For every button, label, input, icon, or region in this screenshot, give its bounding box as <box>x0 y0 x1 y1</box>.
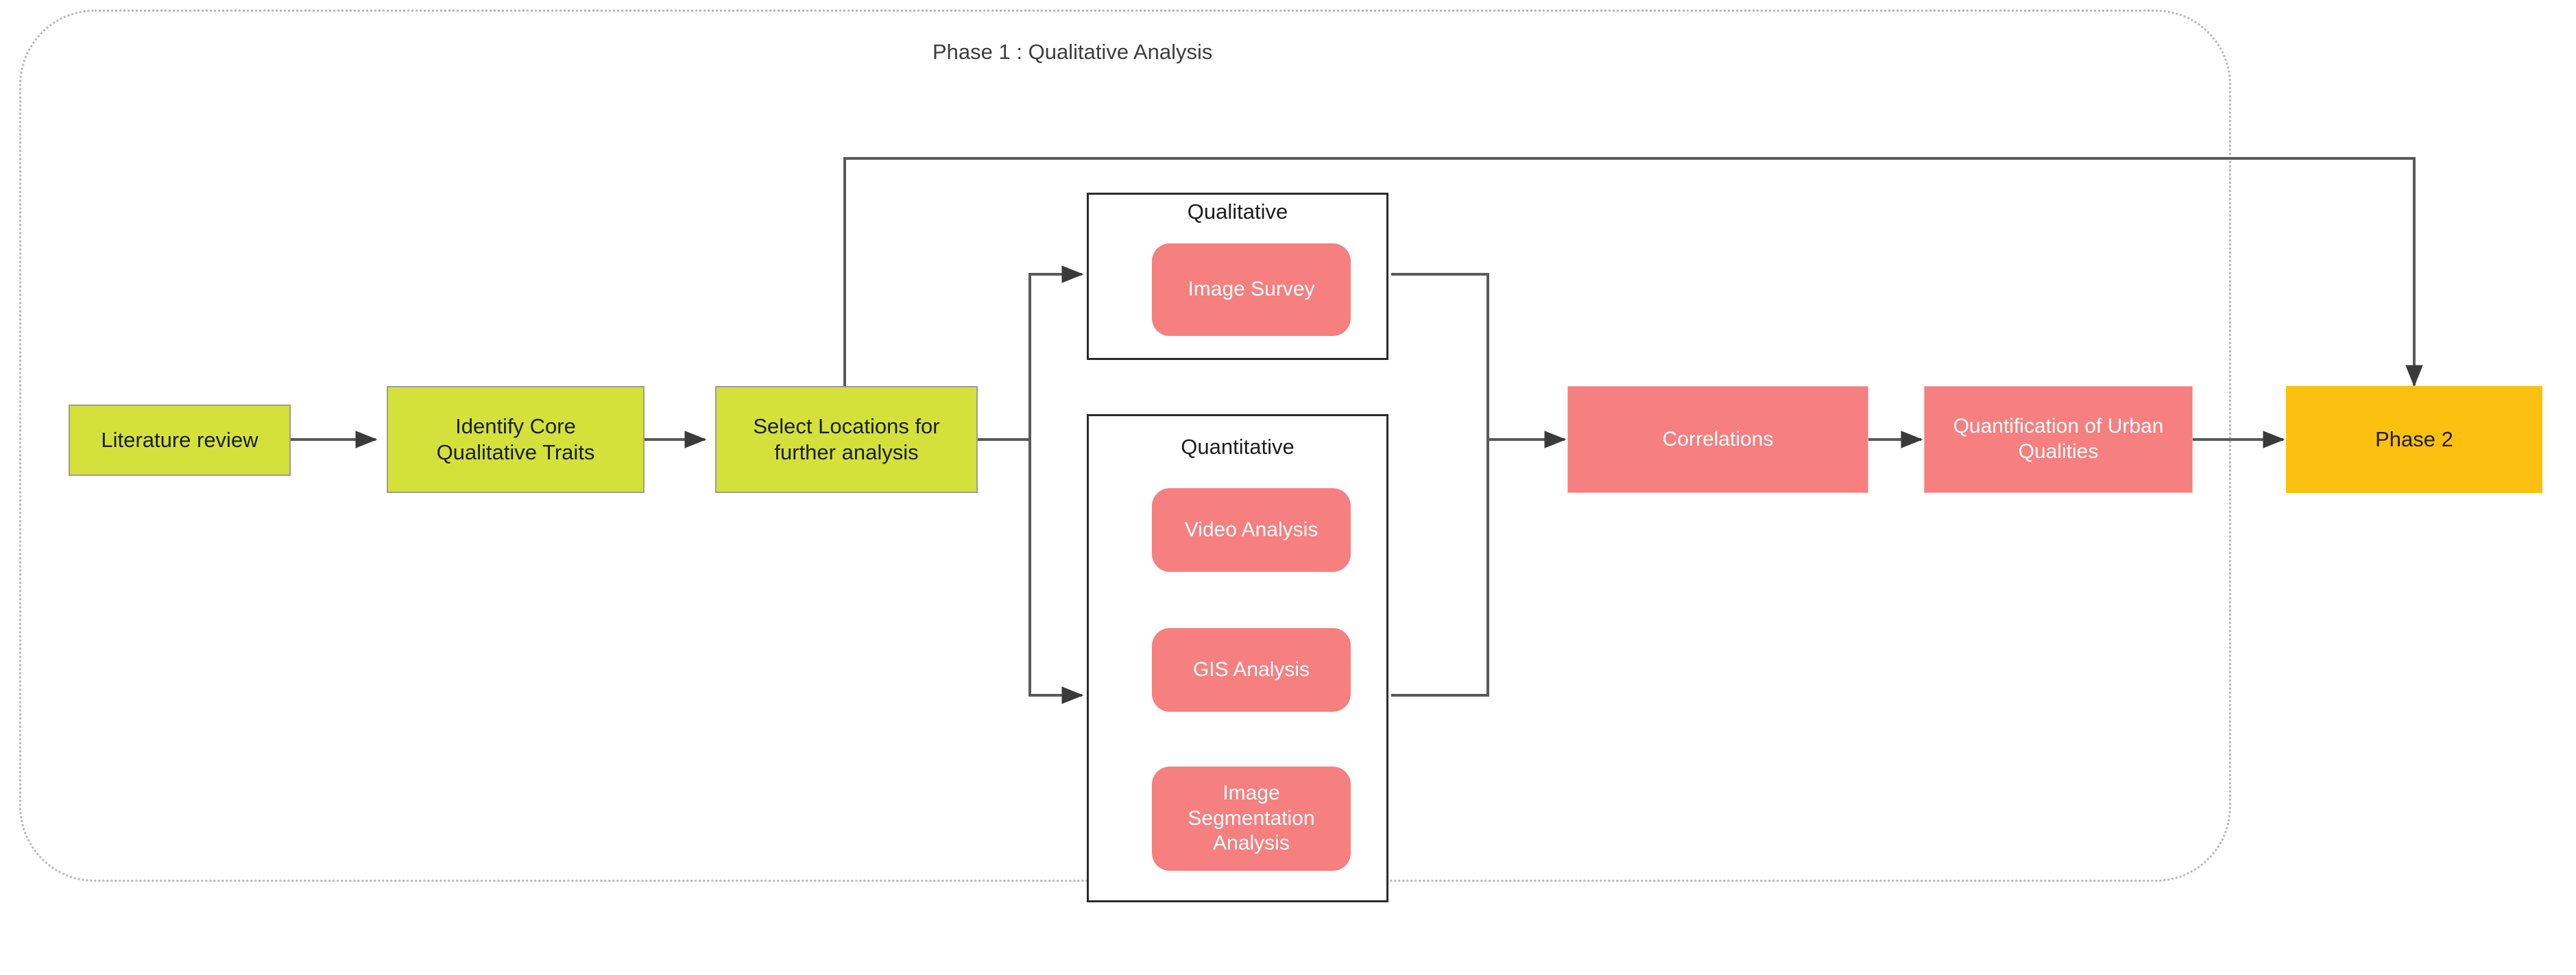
group-quantitative-title: Quantitative <box>1181 435 1295 459</box>
group-qualitative-title: Qualitative <box>1187 200 1288 224</box>
node-correlations[interactable]: Correlations <box>1567 386 1868 493</box>
node-image-survey[interactable]: Image Survey <box>1152 243 1351 336</box>
node-quantification-of-urban-qualities[interactable]: Quantification of Urban Qualities <box>1924 386 2193 493</box>
node-identify-line-1: Identify Core <box>455 414 576 439</box>
node-image-segmentation-line-3: Analysis <box>1213 832 1290 855</box>
node-correlations-label: Correlations <box>1662 427 1774 450</box>
node-gis-analysis-label: GIS Analysis <box>1192 658 1310 681</box>
node-image-segmentation-line-2: Segmentation <box>1188 806 1315 830</box>
node-quantification-line-1: Quantification of Urban <box>1953 415 2164 438</box>
node-select-locations-line-2: further analysis <box>774 440 919 464</box>
node-phase-2[interactable]: Phase 2 <box>2286 386 2542 493</box>
node-video-analysis-label: Video Analysis <box>1184 518 1319 541</box>
node-identify-line-2: Qualitative Traits <box>436 440 595 464</box>
node-video-analysis[interactable]: Video Analysis <box>1152 488 1351 572</box>
node-literature-review-label: Literature review <box>101 428 258 453</box>
node-gis-analysis[interactable]: GIS Analysis <box>1152 628 1351 712</box>
node-select-locations[interactable]: Select Locations for further analysis <box>715 386 978 493</box>
node-quantification-line-2: Qualities <box>2018 440 2099 463</box>
node-image-segmentation-analysis[interactable]: Image Segmentation Analysis <box>1152 767 1351 871</box>
page-title: Phase 1 : Qualitative Analysis <box>932 40 1213 64</box>
node-image-survey-label: Image Survey <box>1188 278 1315 301</box>
node-literature-review[interactable]: Literature review <box>69 405 291 476</box>
node-image-segmentation-line-1: Image <box>1223 782 1280 805</box>
node-select-locations-line-1: Select Locations for <box>753 414 940 439</box>
node-identify-core-qualitative-traits[interactable]: Identify Core Qualitative Traits <box>387 386 645 493</box>
node-phase-2-label: Phase 2 <box>2375 427 2453 452</box>
